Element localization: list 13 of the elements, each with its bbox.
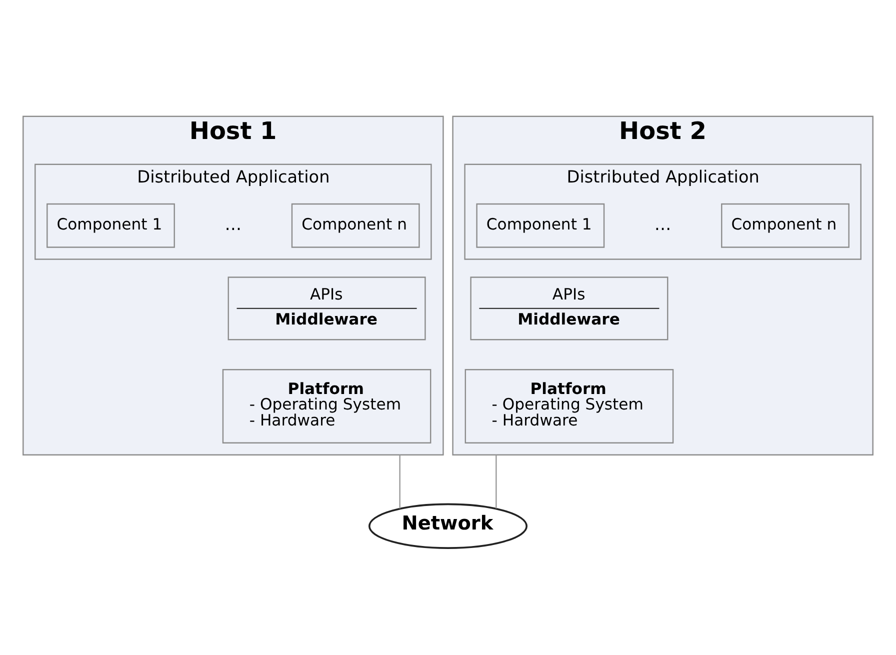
node-box: Component n: [721, 203, 850, 248]
label: …: [654, 214, 672, 234]
connector: [399, 454, 400, 508]
node-box: Component 1: [46, 203, 175, 248]
node-box: APIs Middleware: [228, 276, 426, 340]
connector: [496, 454, 497, 508]
node-box: Platform - Operating System - Hardware: [464, 369, 674, 444]
node-box: APIs Middleware: [470, 276, 668, 340]
label: …: [224, 214, 242, 234]
node-ellipse: Network: [368, 503, 528, 549]
node-box: Platform - Operating System - Hardware: [222, 369, 432, 444]
node-box: Component n: [291, 203, 420, 248]
node-box: Component 1: [476, 203, 605, 248]
